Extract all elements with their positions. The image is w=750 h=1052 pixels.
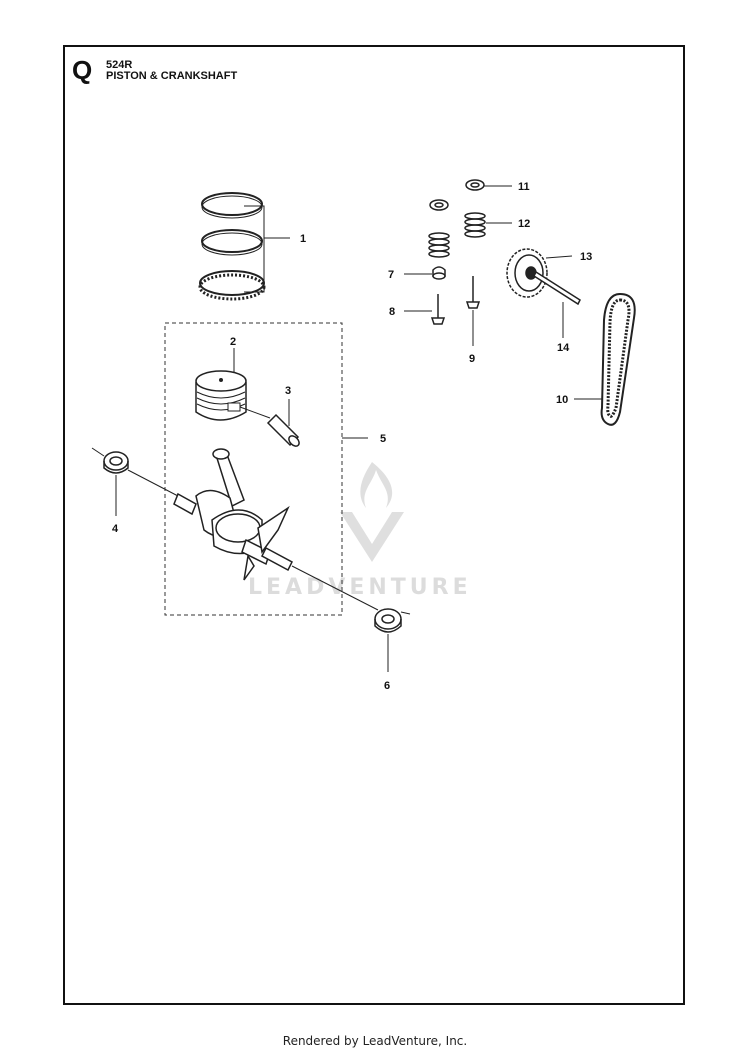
callout-13: 13 (580, 251, 592, 263)
piston-rings[interactable] (198, 192, 266, 301)
callout-3: 3 (285, 385, 291, 397)
watermark-text: LEADVENTURE (248, 575, 472, 600)
callout-11: 11 (518, 181, 530, 193)
callout-1: 1 (300, 233, 306, 245)
callout-8: 8 (389, 306, 395, 318)
spring-seat-7[interactable] (432, 266, 446, 280)
callout-6: 6 (384, 680, 390, 692)
gear-13[interactable] (506, 248, 548, 298)
piston-pin[interactable] (266, 413, 301, 448)
seal-6[interactable] (374, 608, 411, 633)
callout-14: 14 (557, 342, 570, 354)
section-letter: Q (72, 55, 93, 85)
callout-2: 2 (230, 336, 236, 348)
callout-10: 10 (556, 394, 568, 406)
diagram-frame (63, 45, 685, 1005)
callout-9: 9 (469, 353, 475, 365)
callout-5: 5 (380, 433, 386, 445)
watermark-logo: LEADVENTURE (248, 462, 472, 600)
callout-7: 7 (388, 269, 394, 281)
valve-spring[interactable] (428, 232, 450, 258)
callout-4: 4 (112, 523, 119, 535)
model-number: 524R (106, 59, 133, 71)
callout-bracket-1 (244, 205, 290, 293)
seal-4[interactable] (103, 451, 129, 474)
valve-8[interactable] (430, 294, 446, 325)
footer-credit: Rendered by LeadVenture, Inc. (282, 1034, 468, 1048)
diagram-title: PISTON & CRANKSHAFT (106, 70, 238, 82)
valve-9[interactable] (465, 276, 481, 309)
valve-cap[interactable] (429, 199, 449, 211)
valve-spring-12[interactable] (464, 212, 486, 238)
shaft-14[interactable] (533, 270, 581, 306)
crankshaft[interactable] (173, 448, 293, 581)
piston[interactable] (195, 370, 247, 421)
assembly-box (164, 322, 343, 616)
valve-cap-11[interactable] (465, 179, 485, 191)
timing-belt-10[interactable] (600, 292, 636, 426)
callout-12: 12 (518, 218, 530, 230)
